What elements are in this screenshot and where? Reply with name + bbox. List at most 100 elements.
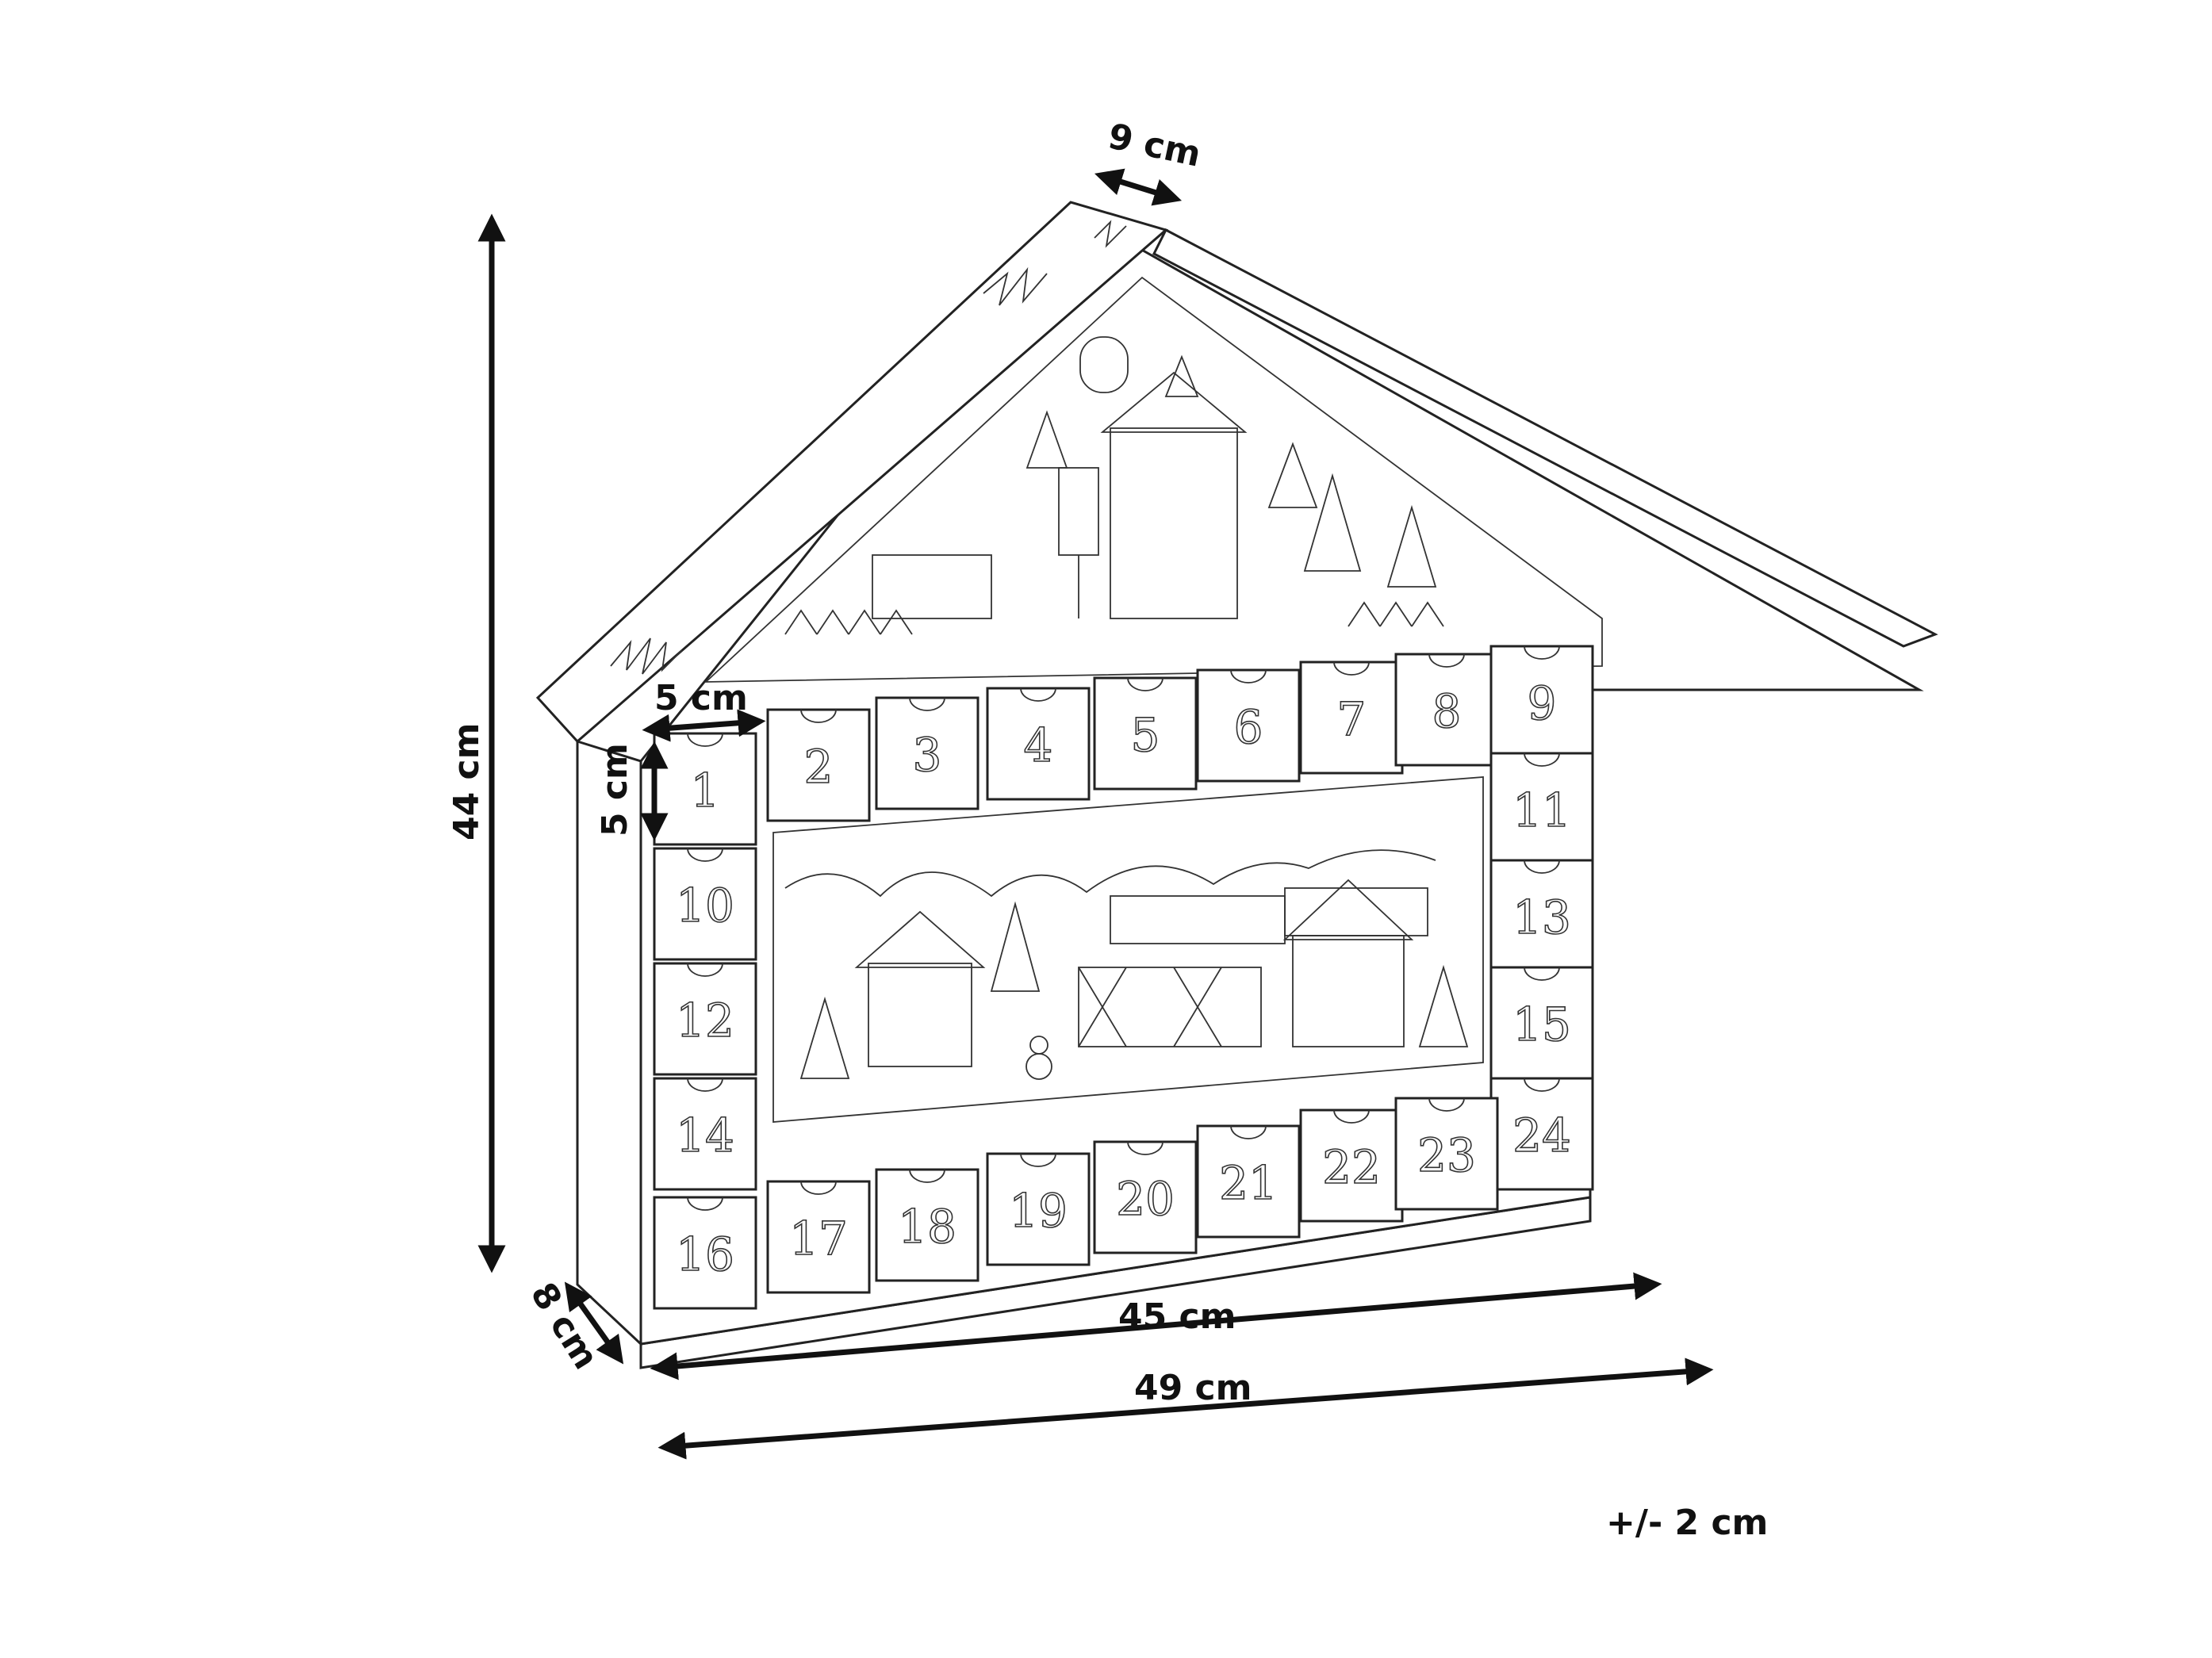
drawer-front [1093,676,1198,791]
drawer-front [986,1152,1091,1266]
scene-house-left-roof [854,910,986,968]
drawer-front [1299,661,1404,775]
drawer-finger-notch [1333,661,1370,676]
drawer-front [1489,752,1594,866]
drawer-2: 2 [766,708,871,822]
drawer-3: 3 [875,696,979,810]
drawer-21: 21 [1196,1124,1301,1239]
drawer-number: 15 [1512,997,1571,1051]
tree-icon [990,901,1041,992]
drawer-17: 17 [766,1180,871,1294]
drawer-11: 11 [1489,752,1594,866]
drawer-width-label: 5 cm [654,678,748,718]
drawer-finger-notch [1524,860,1560,874]
drawer-number: 2 [804,740,834,794]
top-village-scene [784,336,1444,635]
tree-icon [1164,354,1199,397]
fence [1348,601,1444,627]
drawer-finger-notch [1020,687,1056,702]
drawer-10: 10 [653,847,757,961]
depth-bottom-arrow [564,1281,624,1365]
drawer-6: 6 [1196,668,1301,783]
drawer-number: 12 [676,994,734,1047]
drawer-1: 1 [653,732,757,846]
drawer-8: 8 [1394,653,1499,767]
drawer-front [653,1077,757,1191]
drawer-front [1394,1097,1499,1211]
drawer-number: 10 [676,879,734,932]
drawer-width-arrow [642,709,766,742]
drawer-number: 22 [1322,1140,1381,1194]
tree-icon [1025,410,1068,469]
drawer-7: 7 [1299,661,1404,775]
fence [784,609,913,635]
drawer-number: 7 [1337,692,1367,746]
drawer-4: 4 [986,687,1091,801]
drawer-finger-notch [687,963,723,977]
drawer-14: 14 [653,1077,757,1191]
drawer-number: 19 [1009,1184,1068,1238]
drawer-16: 16 [653,1196,757,1310]
drawer-20: 20 [1093,1140,1198,1254]
drawer-number: 1 [691,764,720,818]
drawer-15: 15 [1489,966,1594,1080]
depth-top-label: 9 cm [1105,116,1205,174]
drawer-number: 5 [1131,708,1160,762]
dimension-arrows [477,168,1714,1460]
tree-icon [799,996,850,1079]
top-house [1110,427,1238,619]
drawer-finger-notch [1230,669,1267,683]
drawer-22: 22 [1299,1109,1404,1223]
drawer-13: 13 [1489,859,1594,973]
drawer-finger-notch [1524,645,1560,660]
balcony [872,554,992,619]
drawer-number: 16 [676,1227,734,1281]
drawer-finger-notch [687,848,723,862]
drawer-front [875,1168,979,1282]
drawer-number: 21 [1219,1156,1278,1210]
drawer-number: 11 [1512,783,1571,837]
drawer-12: 12 [653,962,757,1076]
tolerance-label: +/- 2 cm [1606,1503,1768,1543]
house-roof-right [1152,228,1938,648]
drawer-number: 6 [1234,700,1263,754]
drawer-finger-notch [1524,1078,1560,1092]
drawer-number: 9 [1528,676,1557,730]
snowman-head [1029,1036,1048,1055]
drawer-finger-notch [1524,967,1560,981]
drawer-finger-notch [687,1197,723,1211]
drawer-front [1394,653,1499,767]
drawer-number: 14 [676,1109,734,1162]
roof-snow-top [983,220,1127,306]
top-house-roof [1100,371,1248,433]
drawer-number: 8 [1432,684,1462,738]
depth-top-arrow [1094,168,1183,206]
tree-icon [1418,964,1469,1047]
drawer-finger-notch [1230,1125,1267,1139]
drawer-front [1196,1124,1301,1239]
outer-width-label: 49 cm [1134,1368,1252,1408]
drawer-finger-notch [909,697,945,711]
drawer-24: 24 [1489,1077,1594,1191]
drawer-finger-notch [1127,1141,1164,1155]
top-window [1079,336,1129,393]
inner-width-arrow [650,1272,1662,1380]
drawer-front [1093,1140,1198,1254]
drawer-front [1489,645,1594,759]
drawer-finger-notch [1524,752,1560,767]
drawer-finger-notch [687,1078,723,1092]
drawer-front [653,847,757,961]
drawer-5: 5 [1093,676,1198,791]
height-label: 44 cm [447,723,487,840]
tree-icon [1267,442,1318,508]
bridge-trusses [1078,967,1222,1047]
drawer-finger-notch [1127,677,1164,691]
drawer-height-label: 5 cm [595,743,635,837]
outer-width-arrow [657,1357,1714,1460]
drawer-finger-notch [800,709,837,723]
bridge [1078,967,1262,1047]
drawer-finger-notch [1428,653,1465,668]
drawer-finger-notch [800,1181,837,1195]
drawer-front [653,962,757,1076]
